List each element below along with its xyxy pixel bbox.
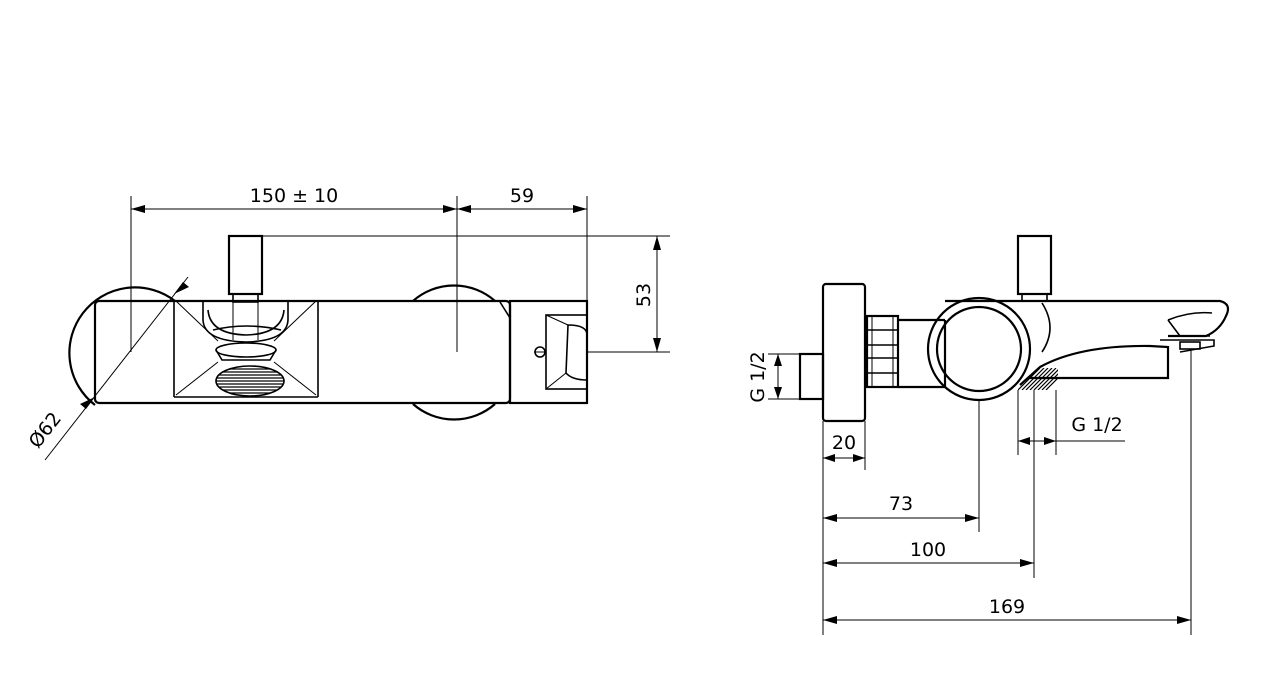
right-wall-flange xyxy=(412,284,496,302)
bath-spout xyxy=(945,299,1230,386)
dim-flange-label: 20 xyxy=(832,432,856,454)
dim-height-label: 53 xyxy=(633,283,655,307)
dim-outlet-thread-label: G 1/2 xyxy=(1071,414,1122,436)
dim-inlet-thread-label: G 1/2 xyxy=(747,351,769,402)
control-handle xyxy=(508,299,589,405)
outlet-thread-hatch xyxy=(1018,368,1058,390)
dim-outlet-axis-label: 100 xyxy=(910,539,946,561)
diverter-knob xyxy=(227,234,264,340)
dim-handle-label: 59 xyxy=(510,185,534,207)
dim-total-depth-label: 169 xyxy=(989,596,1025,618)
diverter-housing xyxy=(175,300,317,397)
aerator-hatch xyxy=(216,368,284,394)
diverter-ring xyxy=(215,342,277,358)
dim-diameter-label: Ø62 xyxy=(25,408,66,452)
inlet-pipe xyxy=(798,352,825,401)
dim-lever-axis-label: 73 xyxy=(889,493,913,515)
lever-knob xyxy=(1016,234,1053,302)
front-view: 150 ± 10 59 53 Ø62 xyxy=(25,185,670,461)
left-wall-flange xyxy=(68,286,176,406)
wall-flange xyxy=(821,282,867,423)
connection-nut xyxy=(865,314,900,389)
side-view: G 1/2 G 1/2 20 73 100 169 xyxy=(747,234,1230,635)
lever-disc xyxy=(926,296,1032,402)
dim-width-label: 150 ± 10 xyxy=(250,185,338,207)
